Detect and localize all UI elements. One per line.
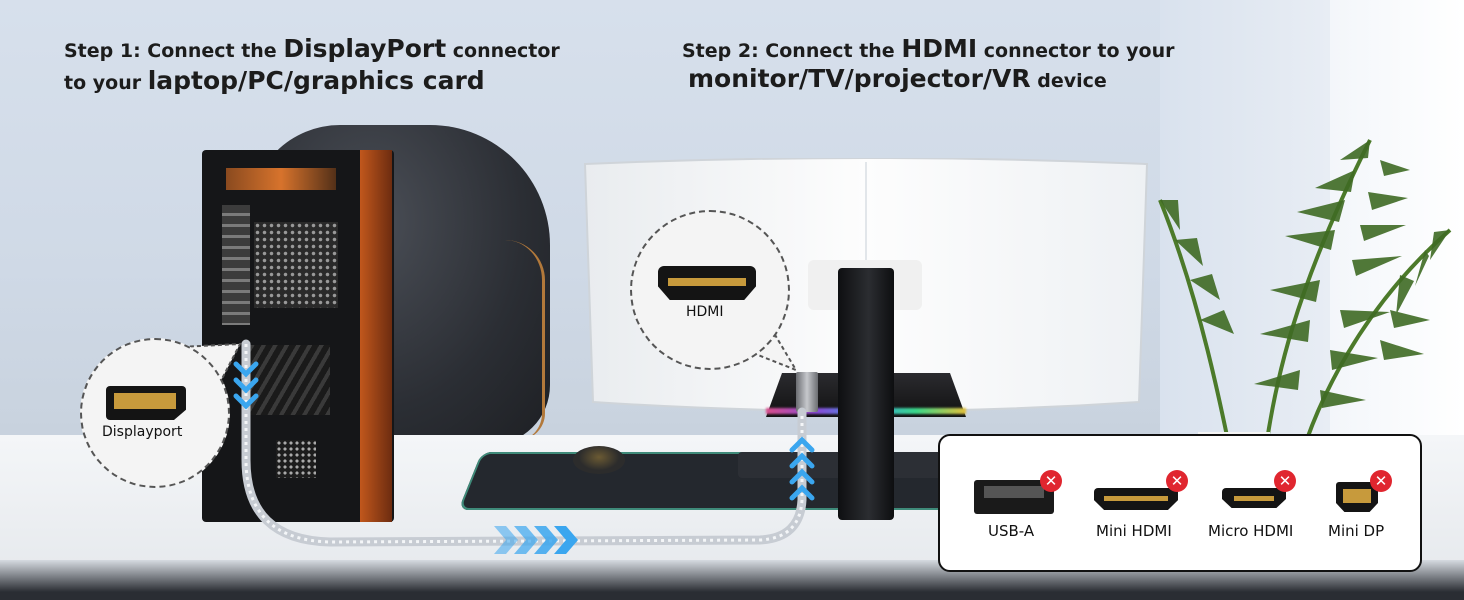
mini-dp-port-inner <box>1343 489 1371 503</box>
hdmi-plug <box>796 372 818 412</box>
plant-illustration <box>1158 139 1452 500</box>
pc-tower-side-panel <box>360 150 392 522</box>
micro-hdmi-label: Micro HDMI <box>1208 522 1294 540</box>
hdmi-contacts <box>668 278 746 286</box>
step1-suffix: connector <box>446 40 560 62</box>
step2-line2-suffix: device <box>1030 70 1107 92</box>
step1-line2-prefix: to your <box>64 72 148 94</box>
chair-seam <box>505 240 545 440</box>
computer-mouse <box>573 446 625 474</box>
step2-line2-emphasis: monitor/TV/projector/VR <box>688 64 1031 93</box>
step1-prefix: Step 1: Connect the <box>64 40 284 62</box>
usb-a-label: USB-A <box>988 522 1035 540</box>
step2-prefix: Step 2: Connect the <box>682 40 902 62</box>
pc-io-ports <box>222 205 250 325</box>
unsupported-x-icon: ✕ <box>1040 470 1062 492</box>
mini-hdmi-port-icon <box>1094 488 1178 510</box>
micro-hdmi-port-inner <box>1234 496 1274 501</box>
unsupported-x-icon: ✕ <box>1370 470 1392 492</box>
monitor-stand <box>838 268 894 520</box>
step1-heading-line2: to your laptop/PC/graphics card <box>64 66 485 95</box>
up-arrows-icon <box>789 436 815 501</box>
step2-emphasis: HDMI <box>901 34 978 63</box>
mini-hdmi-label: Mini HDMI <box>1096 522 1172 540</box>
pc-fan-grille <box>254 222 338 308</box>
pc-expansion-slots <box>250 345 330 415</box>
step1-line2-emphasis: laptop/PC/graphics card <box>147 66 485 95</box>
incompatible-ports-box: ✕ USB-A ✕ Mini HDMI ✕ Micro HDMI ✕ Mini … <box>938 434 1422 572</box>
pc-psu-grille <box>276 440 316 478</box>
wall-panel <box>1160 0 1330 460</box>
mini-dp-label: Mini DP <box>1328 522 1385 540</box>
unsupported-x-icon: ✕ <box>1166 470 1188 492</box>
hdmi-label: HDMI <box>686 304 724 320</box>
usb-a-port-inner <box>984 486 1044 498</box>
step2-suffix: connector to your <box>977 40 1175 62</box>
displayport-label: Displayport <box>102 424 183 440</box>
step2-heading-line1: Step 2: Connect the HDMI connector to yo… <box>682 34 1175 63</box>
mini-hdmi-port-inner <box>1104 496 1168 501</box>
right-arrows-icon <box>494 526 578 554</box>
pc-tower-rgb-strip <box>226 168 336 190</box>
step1-heading-line1: Step 1: Connect the DisplayPort connecto… <box>64 34 560 63</box>
step1-emphasis: DisplayPort <box>283 34 447 63</box>
step2-heading-line2: monitor/TV/projector/VR device <box>688 64 1107 93</box>
micro-hdmi-port-icon <box>1222 488 1286 508</box>
displayport-contacts <box>114 393 176 409</box>
unsupported-x-icon: ✕ <box>1274 470 1296 492</box>
down-arrows-icon <box>233 361 259 410</box>
